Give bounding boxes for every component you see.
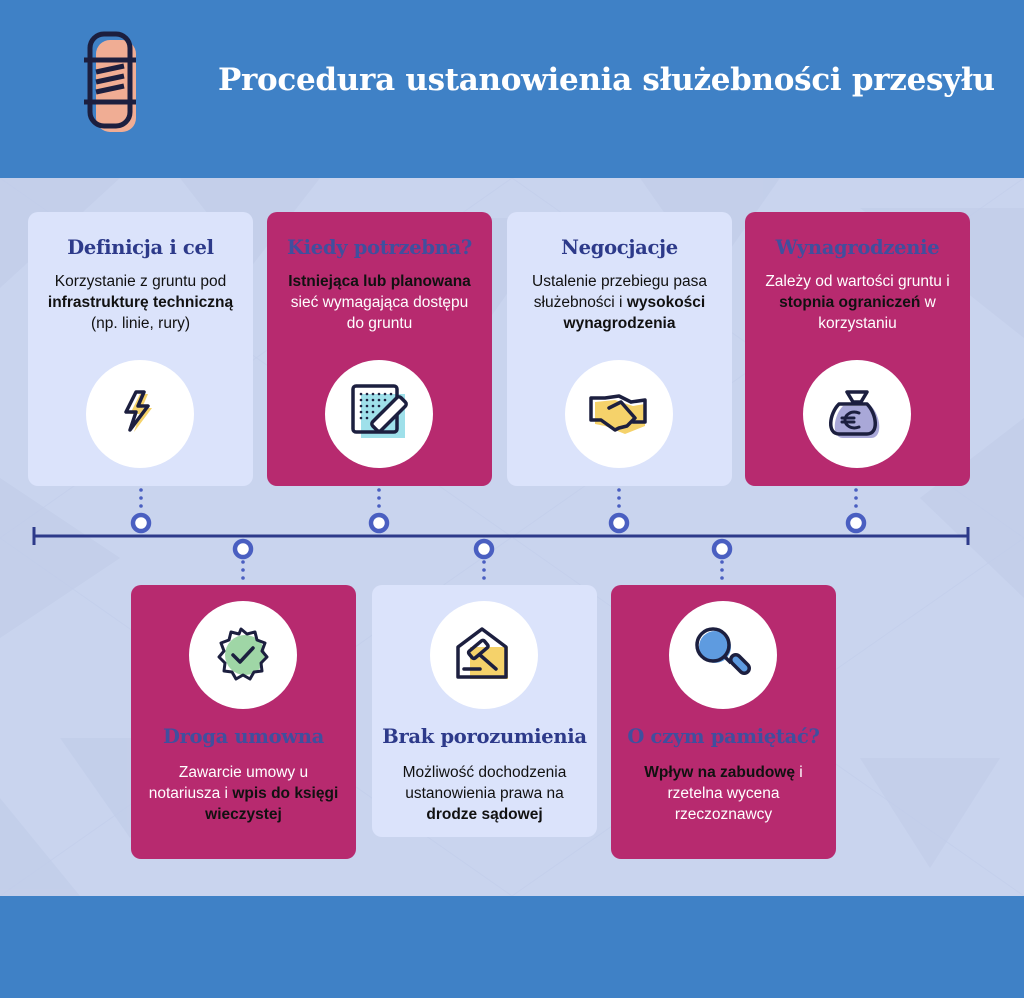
- icon-badge: [325, 360, 433, 468]
- lightning-icon: [124, 390, 152, 432]
- step-title: Negocjacje: [561, 236, 678, 259]
- step-card-definicja: Definicja i cel Korzystanie z gruntu pod…: [28, 212, 253, 486]
- step-title: Kiedy potrzebna?: [287, 236, 472, 259]
- step-description: Ustalenie przebiegu pasa służebności i w…: [532, 273, 707, 332]
- icon-badge: [430, 601, 538, 709]
- step-card-wynagrodzenie: Wynagrodzenie Zależy od wartości gruntu …: [745, 212, 970, 486]
- step-title: Droga umowna: [162, 725, 325, 748]
- blueprint-icon: [351, 384, 408, 438]
- step-description: Wpływ na zabudowę i rzetelna wycena rzec…: [644, 764, 803, 823]
- step-card-droga-umowna: Droga umowna Zawarcie umowy u notariusza…: [131, 585, 356, 859]
- step-title: Brak porozumienia: [382, 725, 587, 748]
- step-title: O czym pamiętać?: [627, 725, 820, 748]
- header-banner: Procedura ustanowienia służebności przes…: [0, 0, 1024, 178]
- verified-badge-icon: [217, 627, 269, 681]
- icon-badge: [803, 360, 911, 468]
- magnifier-icon: [695, 627, 751, 675]
- handshake-icon: [589, 394, 647, 434]
- icon-badge: [189, 601, 297, 709]
- step-card-kiedy: Kiedy potrzebna? Istniejąca lub planowan…: [267, 212, 492, 486]
- step-card-brak-porozumienia: Brak porozumienia Możliwość dochodzenia …: [372, 585, 597, 837]
- pipe-logo-icon: [84, 31, 136, 132]
- step-title: Wynagrodzenie: [775, 236, 940, 259]
- step-description: Zależy od wartości gruntu i stopnia ogra…: [765, 273, 950, 332]
- step-description: Zawarcie umowy u notariusza i wpis do ks…: [148, 764, 339, 823]
- step-description: Możliwość dochodzenia ustanowienia prawa…: [402, 764, 567, 823]
- icon-badge: [86, 360, 194, 468]
- step-title: Definicja i cel: [67, 236, 214, 259]
- step-description: Istniejąca lub planowana sieć wymagająca…: [288, 273, 471, 332]
- footer-banner: [0, 896, 1024, 998]
- icon-badge: [669, 601, 777, 709]
- page-title: Procedura ustanowienia służebności przes…: [218, 62, 995, 98]
- gavel-house-icon: [456, 627, 508, 679]
- money-bag-euro-icon: [829, 390, 880, 438]
- step-description: Korzystanie z gruntu pod infrastrukturę …: [47, 273, 234, 332]
- step-card-negocjacje: Negocjacje Ustalenie przebiegu pasa służ…: [507, 212, 732, 486]
- icon-badge: [565, 360, 673, 468]
- step-card-o-czym-pamietac: O czym pamiętać? Wpływ na zabudowę i rze…: [611, 585, 836, 859]
